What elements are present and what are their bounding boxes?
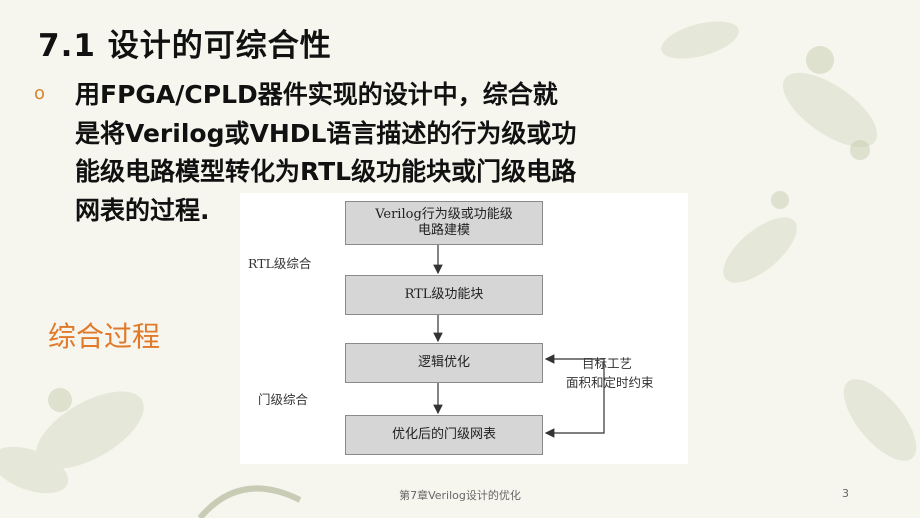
diagram-arrows: [433, 245, 605, 438]
stage-label-gate: 门级综合: [258, 392, 309, 407]
constraint-label-process: 目标工艺: [582, 356, 633, 371]
body-line: 用FPGA/CPLD器件实现的设计中，综合就: [75, 80, 558, 109]
bullet-marker: o: [34, 83, 46, 104]
slide-footer: 第7章Verilog设计的优化: [399, 489, 521, 502]
flow-box-gate-netlist: 优化后的门级网表: [345, 415, 543, 455]
page-number: 3: [842, 487, 849, 500]
box-text: RTL级功能块: [404, 287, 484, 302]
flow-box-behavioral-model: Verilog行为级或功能级 电路建模: [345, 201, 543, 245]
body-line: 是将Verilog或VHDL语言描述的行为级或功: [75, 118, 577, 148]
slide-title: 7.1 设计的可综合性: [38, 28, 332, 64]
constraint-bracket: [544, 358, 605, 438]
flow-box-logic-optimization: 逻辑优化: [345, 343, 543, 383]
box-text: 逻辑优化: [417, 355, 470, 370]
synthesis-process-label: 综合过程: [48, 320, 161, 353]
body-line: 能级电路模型转化为RTL级功能块或门级电路: [75, 157, 577, 186]
stage-label-rtl: RTL级综合: [248, 256, 312, 271]
body-paragraph: 用FPGA/CPLD器件实现的设计中，综合就 是将Verilog或VHDL语言描…: [75, 76, 675, 230]
synthesis-flow-diagram: Verilog行为级或功能级 电路建模 RTL级功能块 逻辑优化 优化后的门级网…: [240, 193, 688, 464]
box-text: 电路建模: [417, 223, 470, 238]
box-text: Verilog行为级或功能级: [375, 207, 513, 222]
body-line: 网表的过程.: [75, 195, 210, 225]
box-text: 优化后的门级网表: [391, 427, 496, 442]
flow-box-rtl-blocks: RTL级功能块: [345, 275, 543, 315]
constraint-label-area-timing: 面积和定时约束: [566, 375, 654, 390]
